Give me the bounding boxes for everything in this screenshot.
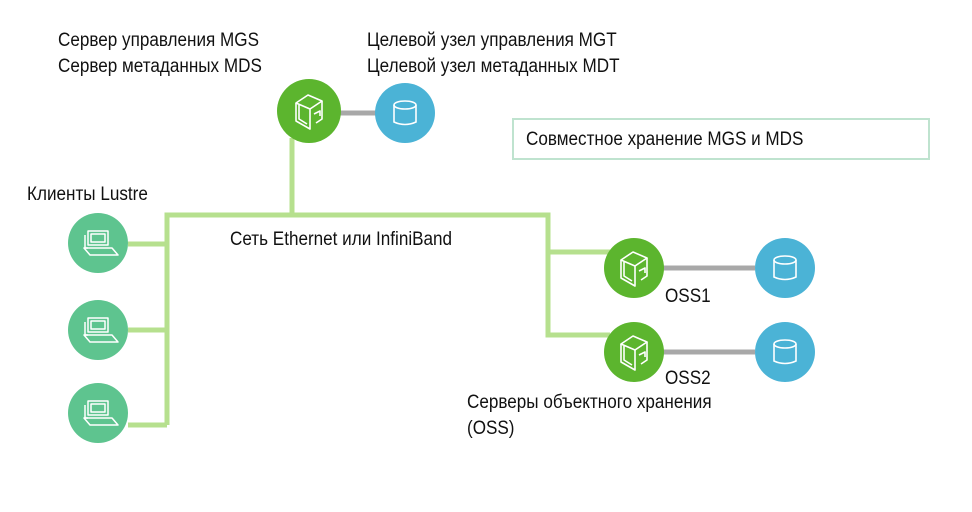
server-circle: [604, 322, 664, 382]
network-backbone: [164, 212, 610, 425]
client-node-3: [68, 383, 128, 443]
storage-circle: [755, 322, 815, 382]
oss-group-label-line2: (OSS): [467, 418, 515, 439]
mgt-label: Целевой узел управления MGT: [367, 30, 617, 51]
legend-box: Совместное хранение MGS и MDS: [512, 118, 930, 160]
mgs-mds-server-node: [277, 79, 341, 143]
oss-group-label-line1: Серверы объектного хранения: [467, 392, 712, 413]
client-circle: [68, 213, 128, 273]
oss2-server-node: [604, 322, 664, 382]
storage-links: [335, 110, 755, 355]
mgt-mdt-storage-node: [375, 83, 435, 143]
legend-text: Совместное хранение MGS и MDS: [526, 129, 804, 150]
server-circle: [277, 79, 341, 143]
network-lines: [128, 138, 610, 428]
mdt-label: Целевой узел метаданных MDT: [367, 56, 620, 77]
network-label: Сеть Ethernet или InfiniBand: [230, 229, 453, 250]
client-circle: [68, 383, 128, 443]
storage-circle: [755, 238, 815, 298]
mgs-label: Сервер управления MGS: [58, 30, 260, 51]
oss1-server-node: [604, 238, 664, 298]
client-node-1: [68, 213, 128, 273]
storage-circle: [375, 83, 435, 143]
server-circle: [604, 238, 664, 298]
oss1-ost-storage-node: [755, 238, 815, 298]
client-node-2: [68, 300, 128, 360]
oss2-ost-storage-node: [755, 322, 815, 382]
mds-label: Сервер метаданных MDS: [58, 56, 262, 77]
oss2-label: OSS2: [665, 368, 711, 389]
oss1-label: OSS1: [665, 286, 711, 307]
clients-label: Клиенты Lustre: [27, 184, 148, 205]
client-circle: [68, 300, 128, 360]
